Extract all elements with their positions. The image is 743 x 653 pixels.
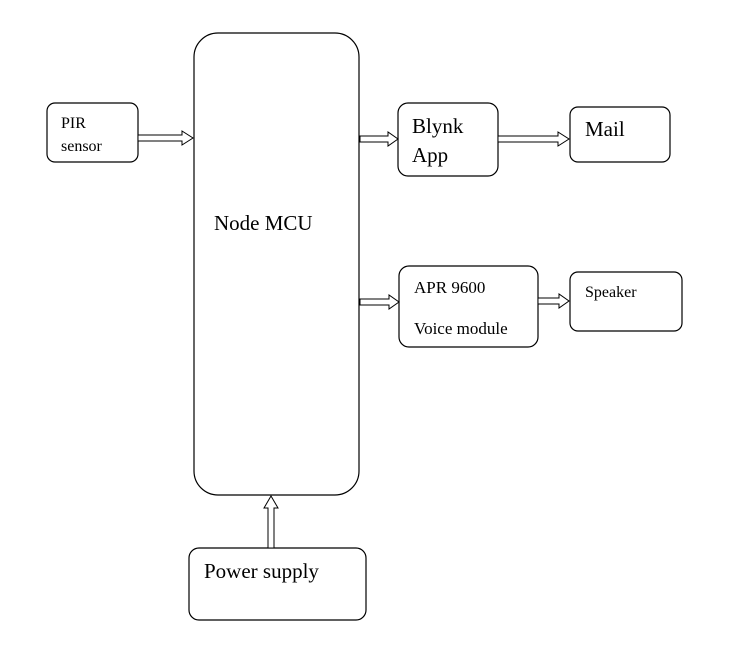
- voice-module-label-line2: Voice module: [414, 319, 508, 338]
- arrow-nodemcu-to-voice-module: [359, 294, 400, 310]
- blynk-app-block: Blynk App: [397, 102, 499, 177]
- arrow-nodemcu-to-blynk: [359, 131, 399, 147]
- mail-label: Mail: [585, 117, 625, 141]
- arrow-blynk-to-mail: [497, 131, 570, 147]
- arrow-voice-module-to-speaker: [537, 293, 570, 309]
- speaker-block: Speaker: [569, 271, 683, 332]
- pir-sensor-block: PIR sensor: [46, 102, 139, 163]
- power-supply-block: Power supply: [188, 547, 367, 621]
- pir-sensor-label-line2: sensor: [61, 138, 103, 155]
- voice-module-label-line1: APR 9600: [414, 278, 485, 297]
- arrow-pir-to-nodemcu: [137, 130, 194, 146]
- mail-block: Mail: [569, 106, 671, 163]
- pir-sensor-label-line1: PIR: [61, 115, 86, 132]
- power-supply-label: Power supply: [204, 559, 319, 583]
- blynk-app-label-line1: Blynk: [412, 114, 464, 138]
- voice-module-block: APR 9600 Voice module: [398, 265, 539, 348]
- blynk-app-label-line2: App: [412, 143, 448, 167]
- speaker-label: Speaker: [585, 284, 637, 301]
- arrow-power-to-nodemcu: [263, 495, 279, 549]
- node-mcu-label: Node MCU: [214, 211, 313, 235]
- node-mcu-block: Node MCU: [193, 32, 360, 496]
